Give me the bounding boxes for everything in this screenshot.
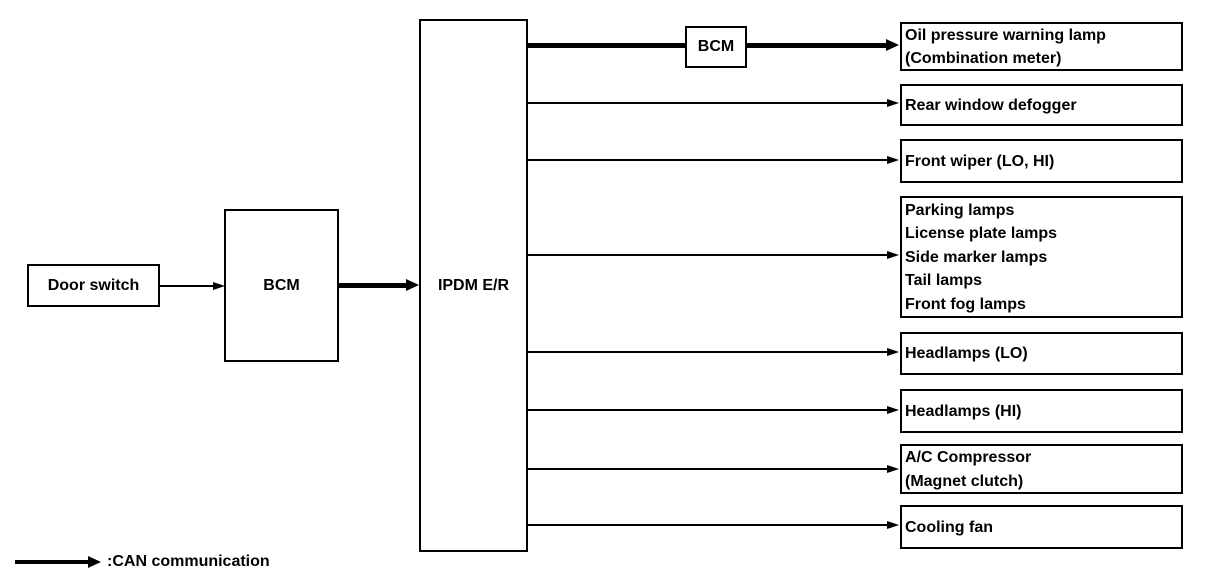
can-line-bcm-to-ipdm	[339, 283, 407, 288]
output-label: Headlamps (HI)	[905, 402, 1022, 420]
can-arrowhead-bcm-to-ipdm	[406, 279, 419, 291]
can-arrowhead-bcm-relay-to-oil-lamp	[886, 39, 899, 51]
legend-can-arrow-line	[15, 560, 89, 564]
legend-can-arrowhead	[88, 556, 101, 568]
bcm-relay-label: BCM	[697, 38, 735, 55]
output-label: Side marker lamps	[905, 248, 1048, 266]
output-label: Headlamps (LO)	[905, 345, 1028, 363]
can-line-ipdm-to-bcm-relay	[528, 43, 685, 48]
output-label: License plate lamps	[905, 225, 1058, 243]
output-label: A/C Compressor	[905, 449, 1032, 466]
line-ipdm-to-headlamps-lo	[528, 351, 889, 353]
line-ipdm-to-headlamps-hi	[528, 409, 889, 411]
line-ipdm-to-front-wiper	[528, 159, 889, 161]
arrowhead-exterior-lamps	[887, 251, 899, 259]
output-box-cooling-fan: Cooling fan	[900, 505, 1183, 549]
output-label: Parking lamps	[905, 201, 1015, 219]
output-label: (Combination meter)	[905, 50, 1062, 67]
arrowhead-cooling-fan	[887, 521, 899, 529]
arrowhead-front-wiper	[887, 156, 899, 164]
door-switch-box: Door switch	[27, 264, 160, 307]
line-ipdm-to-cooling-fan	[528, 524, 889, 526]
legend-can-label: :CAN communication	[107, 553, 270, 570]
line-ipdm-to-exterior-lamps	[528, 254, 889, 256]
output-box-ac-compressor: A/C Compressor (Magnet clutch)	[900, 444, 1183, 494]
output-label: (Magnet clutch)	[905, 472, 1024, 490]
bcm-main-label: BCM	[263, 276, 300, 294]
arrowhead-door-switch-to-bcm	[213, 282, 225, 290]
ipdm-er-box: IPDM E/R	[419, 19, 528, 552]
output-box-oil-pressure-warning-lamp: Oil pressure warning lamp (Combination m…	[900, 22, 1183, 71]
can-line-bcm-relay-to-oil-lamp	[747, 43, 887, 48]
line-door-switch-to-bcm	[160, 285, 216, 287]
output-box-headlamps-lo: Headlamps (LO)	[900, 332, 1183, 375]
output-label: Cooling fan	[905, 518, 993, 536]
line-ipdm-to-rear-window-defogger	[528, 102, 889, 104]
arrowhead-headlamps-lo	[887, 348, 899, 356]
door-switch-label: Door switch	[47, 276, 140, 294]
bcm-relay-box: BCM	[685, 26, 747, 68]
output-label: Oil pressure warning lamp	[905, 26, 1106, 44]
output-box-exterior-lamps: Parking lamps License plate lamps Side m…	[900, 196, 1183, 318]
bcm-main-box: BCM	[224, 209, 339, 362]
output-label: Tail lamps	[905, 272, 983, 290]
output-box-headlamps-hi: Headlamps (HI)	[900, 389, 1183, 433]
line-ipdm-to-ac-compressor	[528, 468, 889, 470]
ipdm-er-label: IPDM E/R	[437, 276, 510, 294]
output-label: Front fog lamps	[905, 295, 1026, 313]
arrowhead-ac-compressor	[887, 465, 899, 473]
output-box-front-wiper: Front wiper (LO, HI)	[900, 139, 1183, 183]
output-label: Front wiper (LO, HI)	[905, 152, 1055, 170]
output-label: Rear window defogger	[905, 96, 1077, 114]
output-box-rear-window-defogger: Rear window defogger	[900, 84, 1183, 126]
arrowhead-rear-window-defogger	[887, 99, 899, 107]
arrowhead-headlamps-hi	[887, 406, 899, 414]
